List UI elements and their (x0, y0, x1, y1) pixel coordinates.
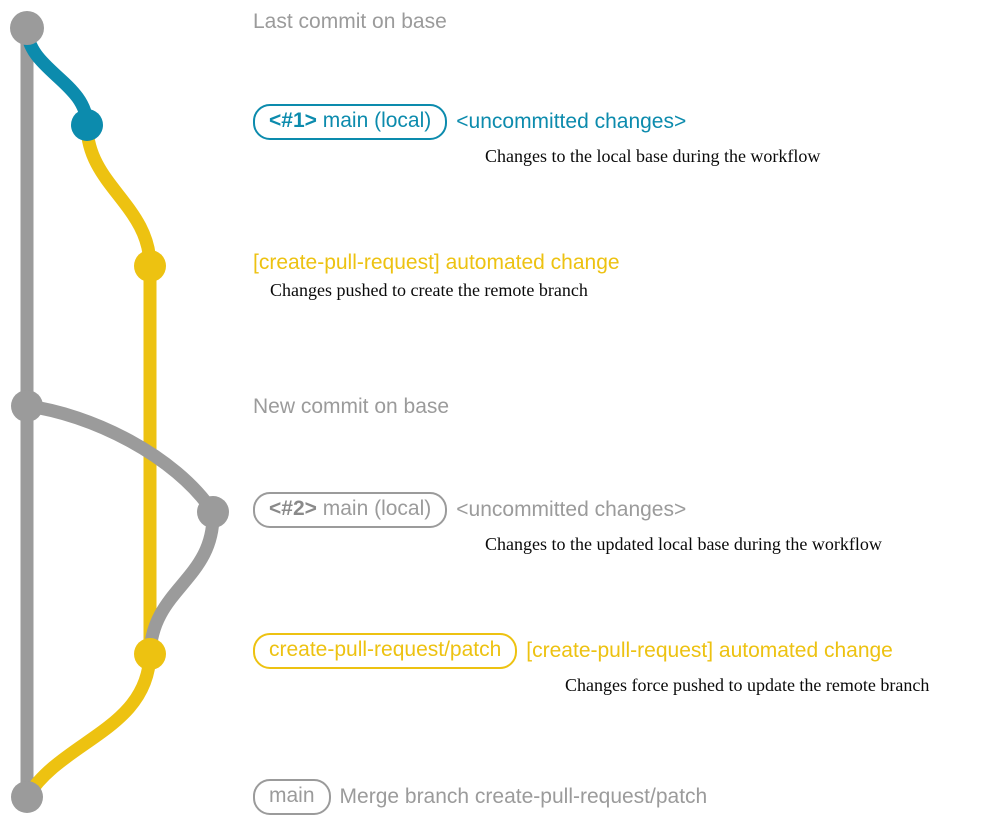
commit-description: Changes to the updated local base during… (485, 534, 882, 555)
branch-badge-id: <#1> (269, 109, 317, 132)
node-new-commit-on-base[interactable] (11, 390, 43, 422)
row-head: [create-pull-request] automated change (253, 251, 620, 274)
commit-headline: [create-pull-request] automated change (526, 639, 893, 662)
node-local-commit-1[interactable] (71, 109, 103, 141)
row-head: <#1> main (local) <uncommitted changes> (253, 104, 820, 141)
branch-badge-create-pull-request-patch[interactable]: create-pull-request/patch (253, 633, 518, 670)
commit-row-merge: main Merge branch create-pull-request/pa… (253, 779, 708, 816)
node-local-commit-2[interactable] (197, 496, 229, 528)
commit-headline: <uncommitted changes> (456, 498, 687, 521)
commit-description: Changes to the local base during the wor… (485, 146, 821, 167)
row-head: <#2> main (local) <uncommitted changes> (253, 492, 882, 529)
commit-row-automated-1: [create-pull-request] automated change C… (253, 251, 620, 301)
edge-local2-to-automated2 (143, 505, 220, 661)
edge-newbase-to-local2 (20, 399, 220, 519)
node-merge-commit[interactable] (11, 781, 43, 813)
commit-row-local-2: <#2> main (local) <uncommitted changes> … (253, 492, 882, 555)
commit-headline: Merge branch create-pull-request/patch (339, 785, 708, 808)
commit-row-automated-2: create-pull-request/patch [create-pull-r… (253, 633, 929, 696)
branch-badge-name: main (local) (316, 109, 432, 132)
edge-automated2-to-merge (20, 647, 157, 804)
commit-row-last-commit-on-base: Last commit on base (253, 10, 447, 33)
node-automated-commit-2[interactable] (134, 638, 166, 670)
branch-badge-name: main (local) (316, 497, 432, 520)
commit-row-new-commit-on-base: New commit on base (253, 395, 450, 418)
node-last-commit-on-base[interactable] (10, 11, 44, 45)
row-head: New commit on base (253, 395, 450, 418)
branch-badge-main[interactable]: main (253, 779, 331, 816)
node-automated-commit-1[interactable] (134, 250, 166, 282)
last-commit-label: Last commit on base (253, 10, 447, 33)
commit-description: Changes pushed to create the remote bran… (270, 280, 588, 301)
commit-headline: <uncommitted changes> (456, 110, 687, 133)
edge-local1-to-automated1 (80, 118, 157, 273)
commit-row-local-1: <#1> main (local) <uncommitted changes> … (253, 104, 820, 167)
new-commit-label: New commit on base (253, 395, 450, 418)
branch-badge-name: main (269, 784, 315, 807)
branch-badge-local-1[interactable]: <#1> main (local) (253, 104, 448, 141)
row-head: main Merge branch create-pull-request/pa… (253, 779, 708, 816)
commit-graph (10, 11, 229, 813)
edge-base-to-local1 (20, 21, 94, 132)
commit-headline: [create-pull-request] automated change (253, 251, 620, 274)
branch-badge-name: create-pull-request/patch (269, 638, 502, 661)
row-head: Last commit on base (253, 10, 447, 33)
row-head: create-pull-request/patch [create-pull-r… (253, 633, 929, 670)
branch-badge-id: <#2> (269, 497, 317, 520)
branch-badge-local-2[interactable]: <#2> main (local) (253, 492, 448, 529)
commit-description: Changes force pushed to update the remot… (565, 675, 930, 696)
